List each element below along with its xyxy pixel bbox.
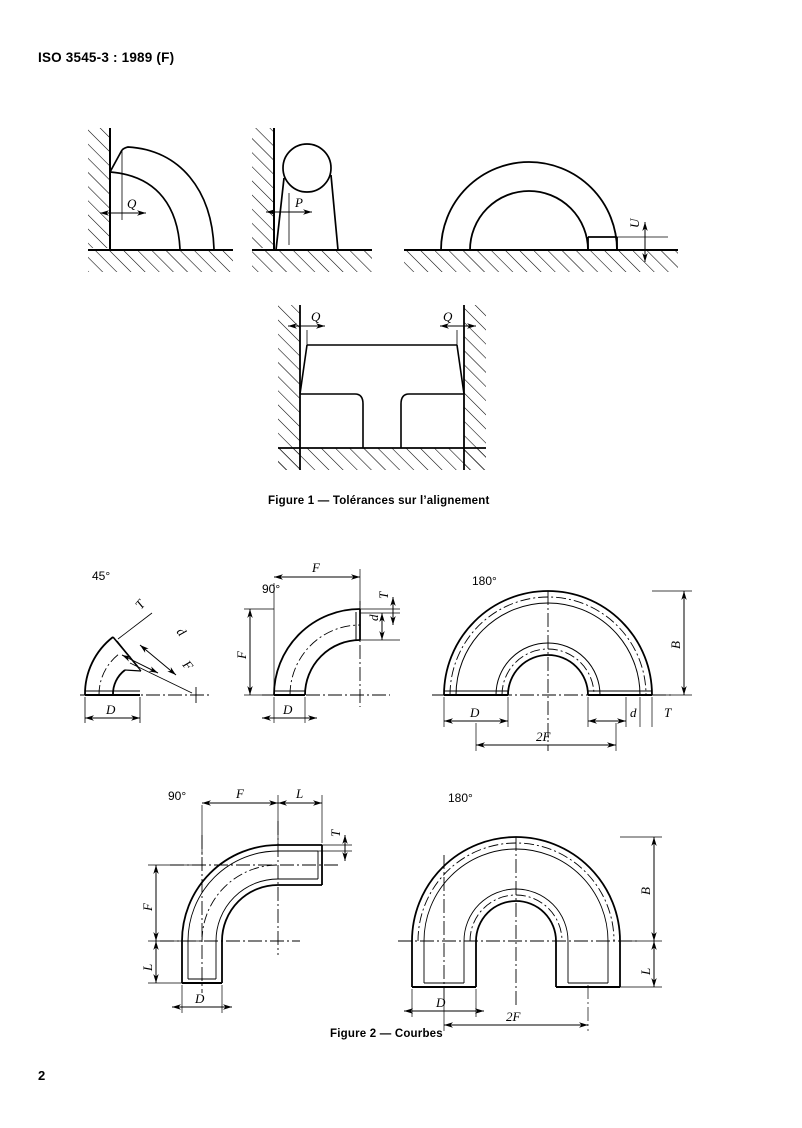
dim-label-d-90: d <box>366 614 381 621</box>
dim-label-T-90t: T <box>328 829 343 837</box>
dim-label-d-45: d <box>174 624 190 639</box>
dim-label-D-90: D <box>282 702 293 717</box>
dim-label-F-45: F <box>179 657 197 674</box>
dim-label-2F-180t: 2F <box>506 1009 522 1024</box>
dim-label-L-90t-vertical: L <box>140 964 155 972</box>
figure-1-caption: Figure 1 — Tolérances sur l’alignement <box>268 495 490 507</box>
dim-label-Q: Q <box>127 196 137 211</box>
dim-label-T-45: T <box>132 596 149 612</box>
angle-label-180: 180° <box>472 574 497 588</box>
dim-label-T-180: T <box>664 705 672 720</box>
dim-label-F-90-horizontal: F <box>311 560 321 575</box>
dim-label-L-90t-horizontal: L <box>295 786 303 801</box>
dim-label-D-90t: D <box>194 991 205 1006</box>
dim-label-U: U <box>627 217 642 228</box>
dim-label-L-180t: L <box>638 968 653 976</box>
dim-label-B-180t: B <box>638 887 653 895</box>
dim-label-2F-180: 2F <box>536 729 552 744</box>
fig1-elbow-90-wall: Q <box>88 128 233 272</box>
dim-label-F-90-vertical: F <box>234 650 249 660</box>
fig2-bend-180: 180° B <box>432 574 692 751</box>
fig1-pipe-tilt: P <box>252 128 372 272</box>
dim-label-F-90t-horizontal: F <box>235 786 245 801</box>
dim-label-Q-right: Q <box>443 309 453 324</box>
dim-label-D-180: D <box>469 705 480 720</box>
fig2-elbow-90-tangent: 90° <box>140 786 352 1013</box>
fig1-return-bend-flat: U <box>404 161 678 272</box>
dim-label-T-90: T <box>376 591 391 599</box>
figure-2-drawings: 45° T d F <box>80 560 692 1031</box>
figure-1-drawings: Q P <box>88 128 678 470</box>
angle-label-90-tangent: 90° <box>168 789 186 803</box>
page-header: ISO 3545-3 : 1989 (F) <box>38 50 175 65</box>
fig1-return-bend-channel: Q Q <box>278 305 486 470</box>
figure-2-caption: Figure 2 — Courbes <box>330 1028 443 1040</box>
angle-label-45: 45° <box>92 569 110 583</box>
dim-label-P: P <box>294 195 303 210</box>
fig2-elbow-90: 90° F T <box>234 560 400 723</box>
dim-label-Q-left: Q <box>311 309 321 324</box>
dim-label-F-90t-vertical: F <box>140 902 155 912</box>
dim-label-D-180t: D <box>435 995 446 1010</box>
dim-label-d-180: d <box>630 705 637 720</box>
angle-label-180-tangent: 180° <box>448 791 473 805</box>
dim-label-B-180: B <box>668 641 683 649</box>
dim-label-D-45: D <box>105 702 116 717</box>
fig2-bend-180-tangent: 180° <box>398 791 662 1031</box>
fig2-elbow-45: 45° T d F <box>80 569 212 723</box>
page-number: 2 <box>38 1068 46 1083</box>
angle-label-90: 90° <box>262 582 280 596</box>
